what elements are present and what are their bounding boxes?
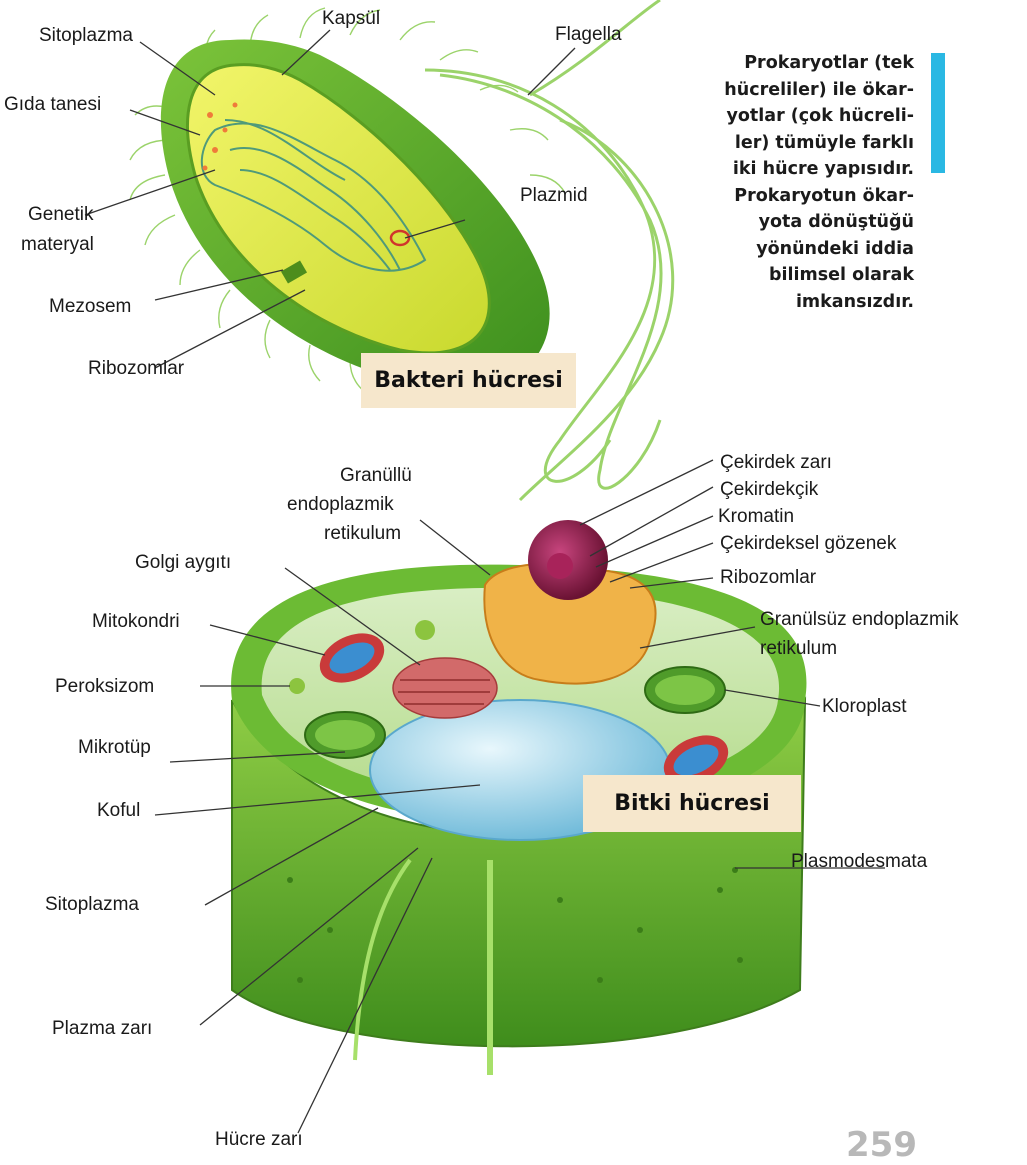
- side-note-line: bilimsel olarak: [654, 262, 914, 289]
- label-granullu-3: retikulum: [324, 523, 401, 544]
- label-cekirdek-zari: Çekirdek zarı: [720, 452, 832, 473]
- label-koful: Koful: [97, 800, 140, 821]
- label-ribozomlar-plant: Ribozomlar: [720, 567, 817, 588]
- label-cekirdeksel-gozenek: Çekirdeksel gözenek: [720, 533, 897, 554]
- caption-bakteri: Bakteri hücresi: [361, 353, 576, 408]
- label-peroksizom: Peroksizom: [55, 676, 154, 697]
- nucleolus-shape: [547, 553, 573, 579]
- cytoplasm-inner: [188, 65, 490, 353]
- label-plazma-zari: Plazma zarı: [52, 1018, 152, 1039]
- label-cekirdekcik: Çekirdekçik: [720, 479, 819, 500]
- side-note-line: hücreliler) ile ökar-: [654, 77, 914, 104]
- sidebar-accent-bar: [931, 53, 945, 173]
- side-note-line: Prokaryotun ökar-: [654, 183, 914, 210]
- label-sitoplazma-plant: Sitoplazma: [45, 894, 139, 915]
- bacterium-illustration: [130, 0, 673, 500]
- page-number: 259: [846, 1128, 917, 1162]
- label-sitoplazma-bact: Sitoplazma: [39, 25, 133, 46]
- label-plazmid: Plazmid: [520, 185, 588, 206]
- label-granulsuz-1: Granülsüz endoplazmik: [760, 609, 959, 630]
- side-note: Prokaryotlar (tek hücreliler) ile ökar- …: [654, 50, 914, 315]
- peroxisome-shape-2: [415, 620, 435, 640]
- label-kromatin: Kromatin: [718, 506, 794, 527]
- side-note-line: iki hücre yapısıdır.: [654, 156, 914, 183]
- label-mitokondri: Mitokondri: [92, 611, 180, 632]
- caption-bitki: Bitki hücresi: [583, 775, 801, 832]
- peroxisome-shape: [289, 678, 305, 694]
- side-note-line: ler) tümüyle farklı: [654, 130, 914, 157]
- label-flagella: Flagella: [555, 24, 622, 45]
- label-mezosem: Mezosem: [49, 296, 131, 317]
- label-materyal: materyal: [21, 234, 94, 255]
- label-gida-tanesi: Gıda tanesi: [4, 94, 101, 115]
- label-kloroplast: Kloroplast: [822, 696, 907, 717]
- side-note-line: yotlar (çok hücreli-: [654, 103, 914, 130]
- golgi-shape: [393, 658, 497, 718]
- label-mikrotup: Mikrotüp: [78, 737, 151, 758]
- label-hucre-zari: Hücre zarı: [215, 1129, 303, 1150]
- label-golgi: Golgi aygıtı: [135, 552, 231, 573]
- label-genetik: Genetik: [28, 204, 94, 225]
- label-granulsuz-2: retikulum: [760, 638, 837, 659]
- side-note-line: imkansızdır.: [654, 289, 914, 316]
- side-note-line: yönündeki iddia: [654, 236, 914, 263]
- side-note-line: Prokaryotlar (tek: [654, 50, 914, 77]
- label-kapsul: Kapsül: [322, 8, 380, 29]
- label-plasmodesmata: Plasmodesmata: [791, 851, 928, 872]
- label-granullu-1: Granüllü: [340, 465, 412, 486]
- label-granullu-2: endoplazmik: [287, 494, 394, 515]
- side-note-line: yota dönüştüğü: [654, 209, 914, 236]
- label-ribozomlar-bact: Ribozomlar: [88, 358, 185, 379]
